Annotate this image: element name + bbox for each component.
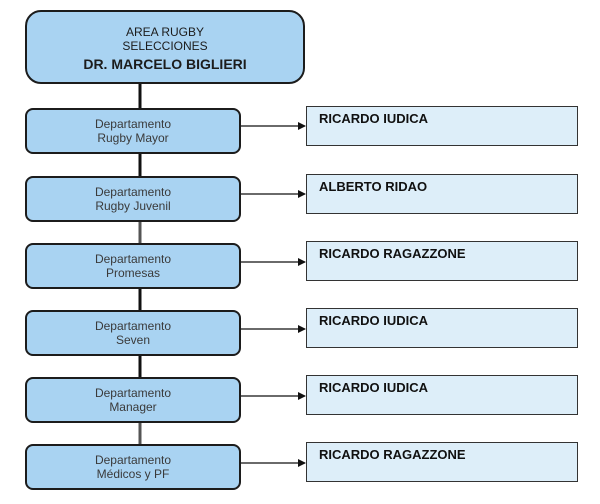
dept-box-rugby-mayor: Departamento Rugby Mayor [25,108,241,154]
dept-row-rugby-juvenil: Departamento Rugby Juvenil ALBERTO RIDAO [0,174,600,236]
dept-label-line2: Promesas [105,266,161,280]
dept-box-medicos: Departamento Médicos y PF [25,444,241,490]
area-title: AREA RUGBY [125,25,205,39]
dept-label-line1: Departamento [94,386,172,400]
dept-box-promesas: Departamento Promesas [25,243,241,289]
person-box-rugby-juvenil: ALBERTO RIDAO [306,174,578,214]
area-head-name: DR. MARCELO BIGLIERI [83,56,247,72]
dept-box-manager: Departamento Manager [25,377,241,423]
dept-label-line1: Departamento [94,252,172,266]
dept-label-line1: Departamento [94,117,172,131]
dept-label-line1: Departamento [94,185,172,199]
dept-label-line2: Médicos y PF [96,467,170,481]
person-box-medicos: RICARDO RAGAZZONE [306,442,578,482]
person-box-seven: RICARDO IUDICA [306,308,578,348]
dept-row-seven: Departamento Seven RICARDO IUDICA [0,308,600,370]
dept-row-medicos: Departamento Médicos y PF RICARDO RAGAZZ… [0,442,600,504]
person-box-manager: RICARDO IUDICA [306,375,578,415]
dept-label-line1: Departamento [94,319,172,333]
area-subtitle: SELECCIONES [122,39,208,53]
dept-box-seven: Departamento Seven [25,310,241,356]
dept-label-line2: Seven [115,333,151,347]
area-head-box: AREA RUGBY SELECCIONES DR. MARCELO BIGLI… [25,10,305,84]
dept-label-line2: Rugby Mayor [97,131,169,145]
dept-label-line1: Departamento [94,453,172,467]
dept-label-line2: Rugby Juvenil [95,199,171,213]
dept-label-line2: Manager [109,400,157,414]
person-box-rugby-mayor: RICARDO IUDICA [306,106,578,146]
person-box-promesas: RICARDO RAGAZZONE [306,241,578,281]
dept-row-promesas: Departamento Promesas RICARDO RAGAZZONE [0,241,600,303]
dept-row-manager: Departamento Manager RICARDO IUDICA [0,375,600,437]
dept-box-rugby-juvenil: Departamento Rugby Juvenil [25,176,241,222]
dept-row-rugby-mayor: Departamento Rugby Mayor RICARDO IUDICA [0,106,600,168]
